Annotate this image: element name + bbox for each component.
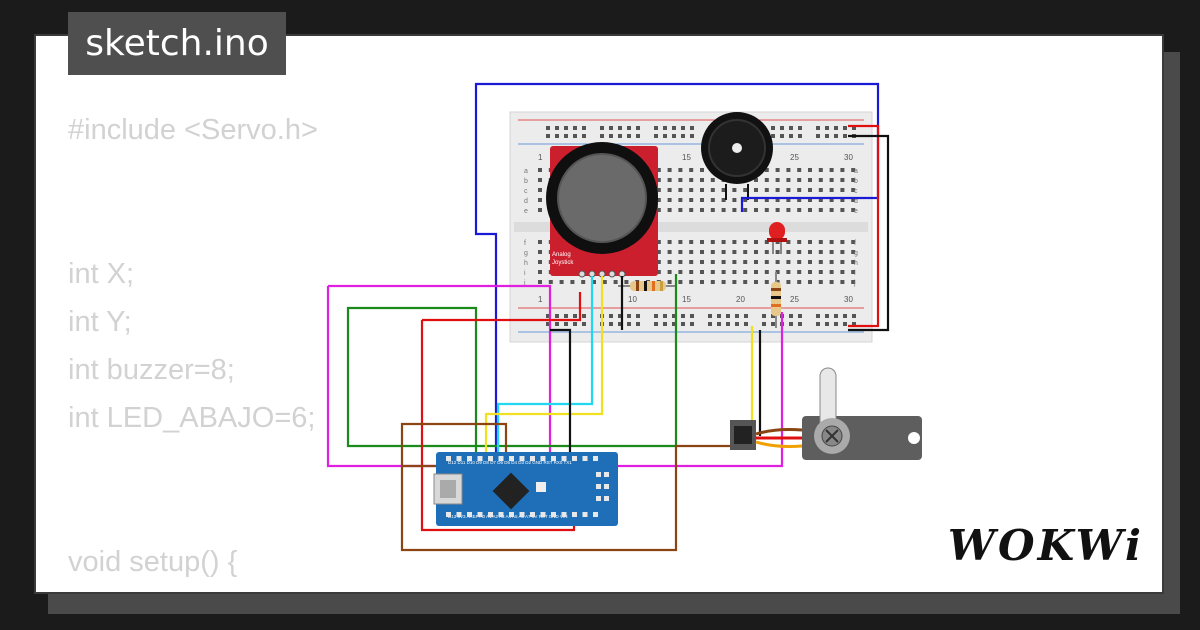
svg-text:1: 1	[538, 295, 543, 304]
file-title: sketch.ino	[68, 12, 286, 75]
red-led	[767, 222, 787, 254]
wire-green-1	[346, 274, 678, 466]
wire-black-top	[848, 134, 890, 332]
joystick-module: Analog Joystick	[546, 142, 658, 278]
wire-magenta-2	[328, 284, 552, 456]
joystick-label: Analog	[552, 252, 571, 258]
col-label-1: 1	[538, 153, 543, 162]
svg-text:b: b	[854, 178, 858, 185]
svg-text:a: a	[524, 168, 528, 175]
code-preview: #include <Servo.h> int X; int Y; int buzzer…	[68, 106, 318, 592]
joystick-pins	[578, 270, 626, 278]
svg-text:i: i	[524, 270, 526, 277]
svg-text:f: f	[854, 240, 856, 247]
code-line: int LED_ABAJO=6;	[68, 402, 316, 434]
svg-text:h: h	[854, 260, 858, 267]
svg-text:20: 20	[736, 295, 745, 304]
project-card[interactable]: #include <Servo.h> int X; int Y; int buzzer…	[34, 34, 1164, 594]
wire-blue	[474, 82, 880, 466]
resistor-2	[771, 272, 781, 328]
code-line: #include <Servo.h>	[68, 114, 318, 146]
svg-text:g: g	[854, 250, 858, 257]
code-line: int X;	[68, 258, 135, 290]
wire-red-mid-2	[422, 292, 582, 322]
svg-text:d: d	[854, 198, 858, 205]
col-label-25: 25	[790, 153, 799, 162]
svg-text:e: e	[854, 208, 858, 215]
circuit-diagram: 1 10 15 20 25 30 1 10 15 20 25 30 aabbcc…	[326, 82, 922, 552]
svg-text:j: j	[853, 280, 856, 287]
svg-text:d: d	[524, 198, 528, 205]
buzzer	[701, 112, 773, 200]
svg-text:a: a	[854, 168, 858, 175]
svg-text:10: 10	[628, 295, 637, 304]
code-line: int buzzer=8;	[68, 354, 235, 386]
arduino-nano: D12 D11 D10 D9 D8 D7 D6 D5 D4 D3 D2 GND …	[433, 452, 618, 526]
resistor-1	[618, 281, 676, 291]
wire-brown	[400, 422, 736, 552]
servo-motor	[730, 367, 922, 460]
svg-text:c: c	[524, 188, 528, 195]
svg-text:25: 25	[790, 295, 799, 304]
svg-text:Joystick: Joystick	[552, 260, 574, 266]
col-label-15: 15	[682, 153, 691, 162]
code-line: int Y;	[68, 306, 132, 338]
svg-text:30: 30	[844, 295, 853, 304]
svg-text:h: h	[524, 260, 528, 267]
svg-text:f: f	[524, 240, 526, 247]
col-label-30: 30	[844, 153, 853, 162]
svg-text:c: c	[854, 188, 858, 195]
wire-black-mid	[550, 328, 572, 456]
wokwi-logo: WOKWi	[947, 521, 1144, 570]
svg-text:i: i	[854, 270, 856, 277]
code-line: void setup() {	[68, 546, 238, 578]
wire-red-top	[848, 124, 880, 328]
svg-text:b: b	[524, 178, 528, 185]
svg-text:j: j	[523, 280, 526, 287]
svg-text:15: 15	[682, 295, 691, 304]
arduino-bottom-pins: D13 3V3 AREF A0 A1 A2 A3 A4 A5 A6 A7 5V …	[448, 514, 568, 519]
arduino-top-pins: D12 D11 D10 D9 D8 D7 D6 D5 D4 D3 D2 GND …	[448, 460, 572, 465]
svg-text:e: e	[524, 208, 528, 215]
svg-text:g: g	[524, 250, 528, 257]
